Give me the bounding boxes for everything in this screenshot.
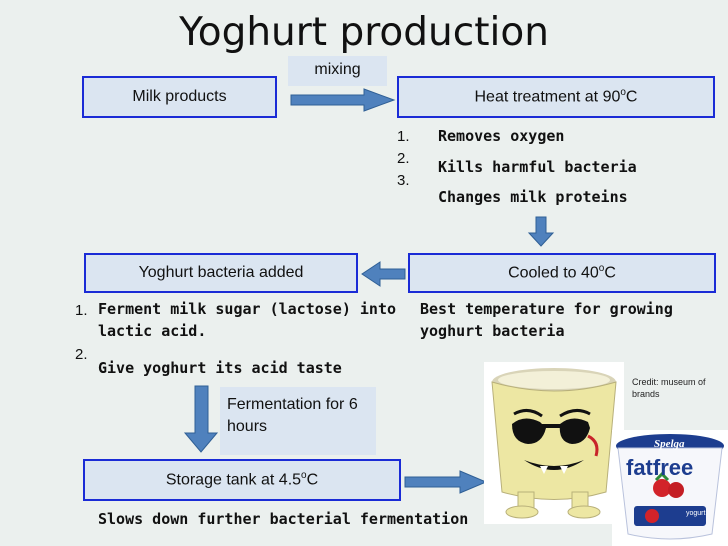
credit-text: Credit: museum of brands [632, 377, 706, 399]
degree-sup: o [598, 263, 605, 275]
page-title: Yoghurt production [179, 10, 549, 55]
cooled-note: Best temperature for growing yoghurt bac… [420, 300, 673, 340]
cooled-text: Cooled to 40oC [508, 263, 616, 282]
cooled-label: Cooled to 40 [508, 264, 599, 282]
milk-products-text: Milk products [132, 88, 227, 105]
arrow-bacteria-to-storage [183, 385, 219, 453]
heat-treatment-box: Heat treatment at 90oC [397, 76, 715, 118]
storage-tank-text: Storage tank at 4.5oC [166, 470, 318, 489]
heat-treatment-label: Heat treatment at 90 [474, 88, 621, 106]
degree-unit: C [604, 264, 616, 282]
yoghurt-bacteria-text: Yoghurt bacteria added [138, 264, 304, 281]
mixing-label: mixing [288, 56, 387, 86]
heat-effect-2: Kills harmful bacteria [438, 158, 637, 176]
product-brand: Spelga [654, 438, 685, 450]
arrow-heat-to-cooled [527, 216, 555, 247]
mixing-text: mixing [314, 61, 361, 78]
bacteria-effect-number-1: 1. [75, 302, 88, 319]
product-name: fatfree [626, 455, 694, 480]
degree-sup: o [301, 470, 307, 482]
heat-effect-number-3: 3. [397, 172, 410, 189]
cooled-box: Cooled to 40oC [408, 253, 716, 293]
product-sub: yogurt [686, 510, 706, 517]
bacteria-effect-number-2: 2. [75, 346, 88, 363]
heat-treatment-text: Heat treatment at 90oC [475, 87, 638, 106]
heat-effect-number-1: 1. [397, 128, 410, 145]
heat-effect-number-2: 2. [397, 150, 410, 167]
yoghurt-mascot-image [484, 362, 624, 524]
spelga-fatfree-image [612, 430, 728, 546]
arrow-storage-to-product [404, 470, 488, 494]
storage-tank-label: Storage tank at 4.5 [165, 471, 302, 489]
bacteria-effect-1: Ferment milk sugar (lactose) into lactic… [98, 300, 397, 340]
storage-note: Slows down further bacterial fermentatio… [98, 510, 469, 528]
milk-products-box: Milk products [82, 76, 277, 118]
fermentation-text: Fermentation for 6 hours [227, 396, 358, 435]
yoghurt-bacteria-box: Yoghurt bacteria added [84, 253, 358, 293]
degree-unit: C [625, 88, 638, 106]
heat-effect-1: Removes oxygen [438, 127, 565, 145]
degree-unit: C [306, 471, 319, 489]
bacteria-effect-2: Give yoghurt its acid taste [98, 359, 342, 377]
arrow-cooled-to-bacteria [361, 261, 406, 287]
storage-tank-box: Storage tank at 4.5oC [83, 459, 401, 501]
image-credit: Credit: museum of brands [632, 376, 712, 400]
arrow-milk-to-heat [290, 88, 396, 112]
degree-sup: o [620, 87, 626, 99]
heat-effect-3: Changes milk proteins [438, 188, 628, 206]
fermentation-label: Fermentation for 6 hours [220, 387, 376, 455]
